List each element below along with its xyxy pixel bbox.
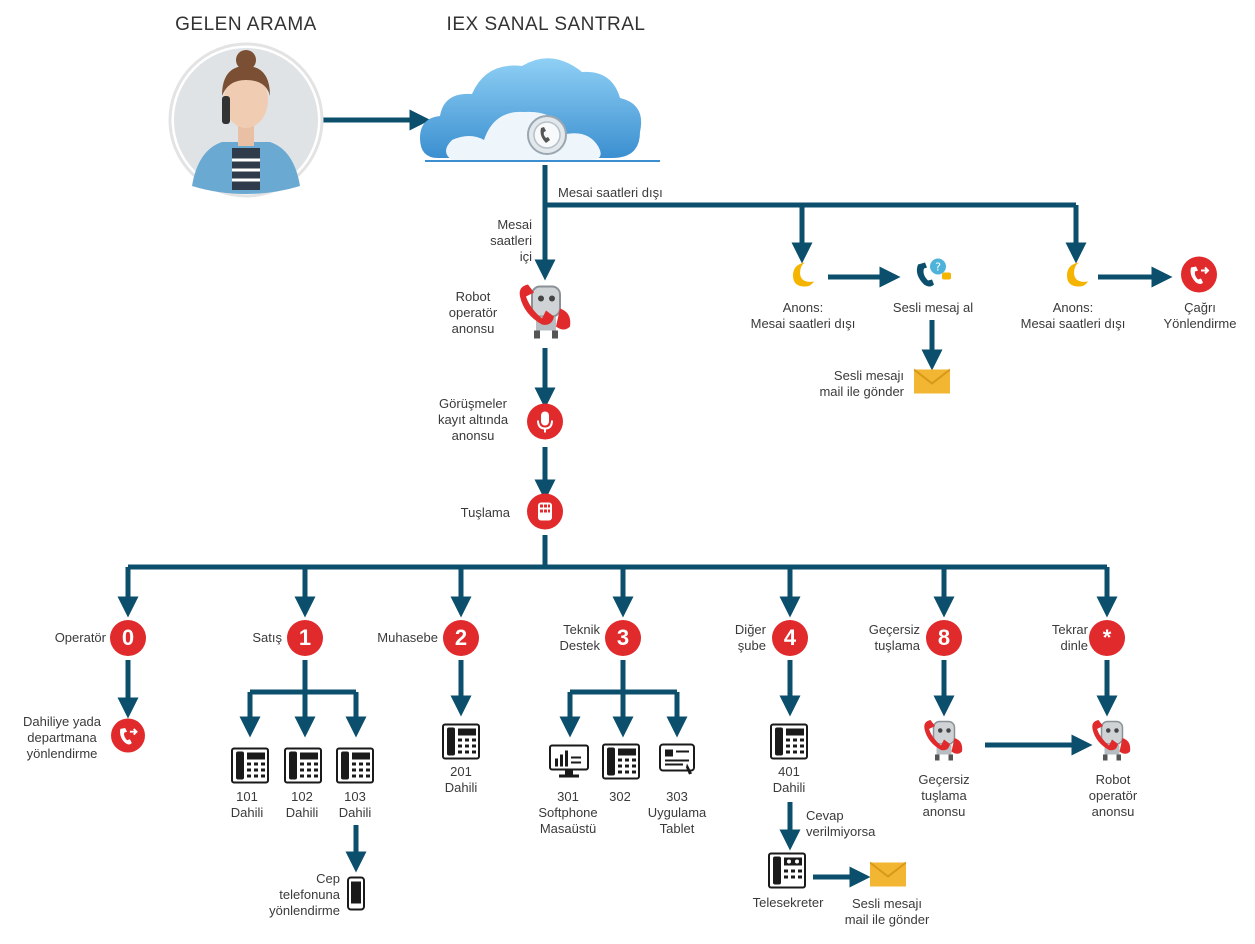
call-forward-icon <box>111 718 145 758</box>
dtmf-label: Tuşlama <box>460 505 510 520</box>
voicemail-label: Sesli mesaj al <box>892 300 974 315</box>
envelope-icon <box>913 368 951 401</box>
moon-icon <box>787 260 817 295</box>
desk-phone-icon <box>231 747 269 789</box>
svg-text:?: ? <box>935 261 941 274</box>
option-0-badge: 0 <box>110 620 146 656</box>
call-forward-icon <box>1181 256 1217 298</box>
desk-phone-icon <box>770 723 808 765</box>
desk-phone-icon <box>602 743 640 785</box>
answering-machine-label: Telesekreter <box>752 895 824 910</box>
outside-hours-label: Mesai saatleri dışı <box>558 185 663 200</box>
option-2-badge: 2 <box>443 620 479 656</box>
option-8-badge: 8 <box>926 620 962 656</box>
microphone-icon <box>527 403 563 445</box>
option-0-label: Operatör <box>54 630 106 645</box>
voicemail-phone-icon: ? <box>912 257 952 296</box>
option-1-badge: 1 <box>287 620 323 656</box>
tablet-icon <box>659 743 697 781</box>
pbx-title: IEX SANAL SANTRAL <box>446 14 646 35</box>
option-4-badge: 4 <box>772 620 808 656</box>
answering-machine-icon <box>768 852 806 894</box>
desk-phone-icon <box>284 747 322 789</box>
mobile-phone-icon <box>347 876 365 916</box>
announce-after-hours-b: Anons:Mesai saatleri dışı <box>1020 300 1126 331</box>
option-3-badge: 3 <box>605 620 641 656</box>
option-1-label: Satış <box>252 630 282 645</box>
desk-phone-icon <box>442 723 480 765</box>
envelope-icon <box>869 861 907 894</box>
robot-operator-icon <box>1089 716 1135 769</box>
robot-operator-icon <box>516 279 576 348</box>
keypad-hand-icon <box>527 493 563 535</box>
ext-302-label: 302 <box>609 789 631 804</box>
desktop-monitor-icon <box>549 744 589 784</box>
moon-icon <box>1061 260 1091 295</box>
pbx-cloud-icon <box>420 58 660 162</box>
option-star-badge: * <box>1089 620 1125 656</box>
robot-operator-icon <box>921 716 967 769</box>
caller-avatar <box>168 42 324 198</box>
incoming-call-title: GELEN ARAMA <box>175 14 317 35</box>
announce-after-hours-a: Anons:Mesai saatleri dışı <box>750 300 856 331</box>
desk-phone-icon <box>336 747 374 789</box>
option-2-label: Muhasebe <box>377 630 438 645</box>
